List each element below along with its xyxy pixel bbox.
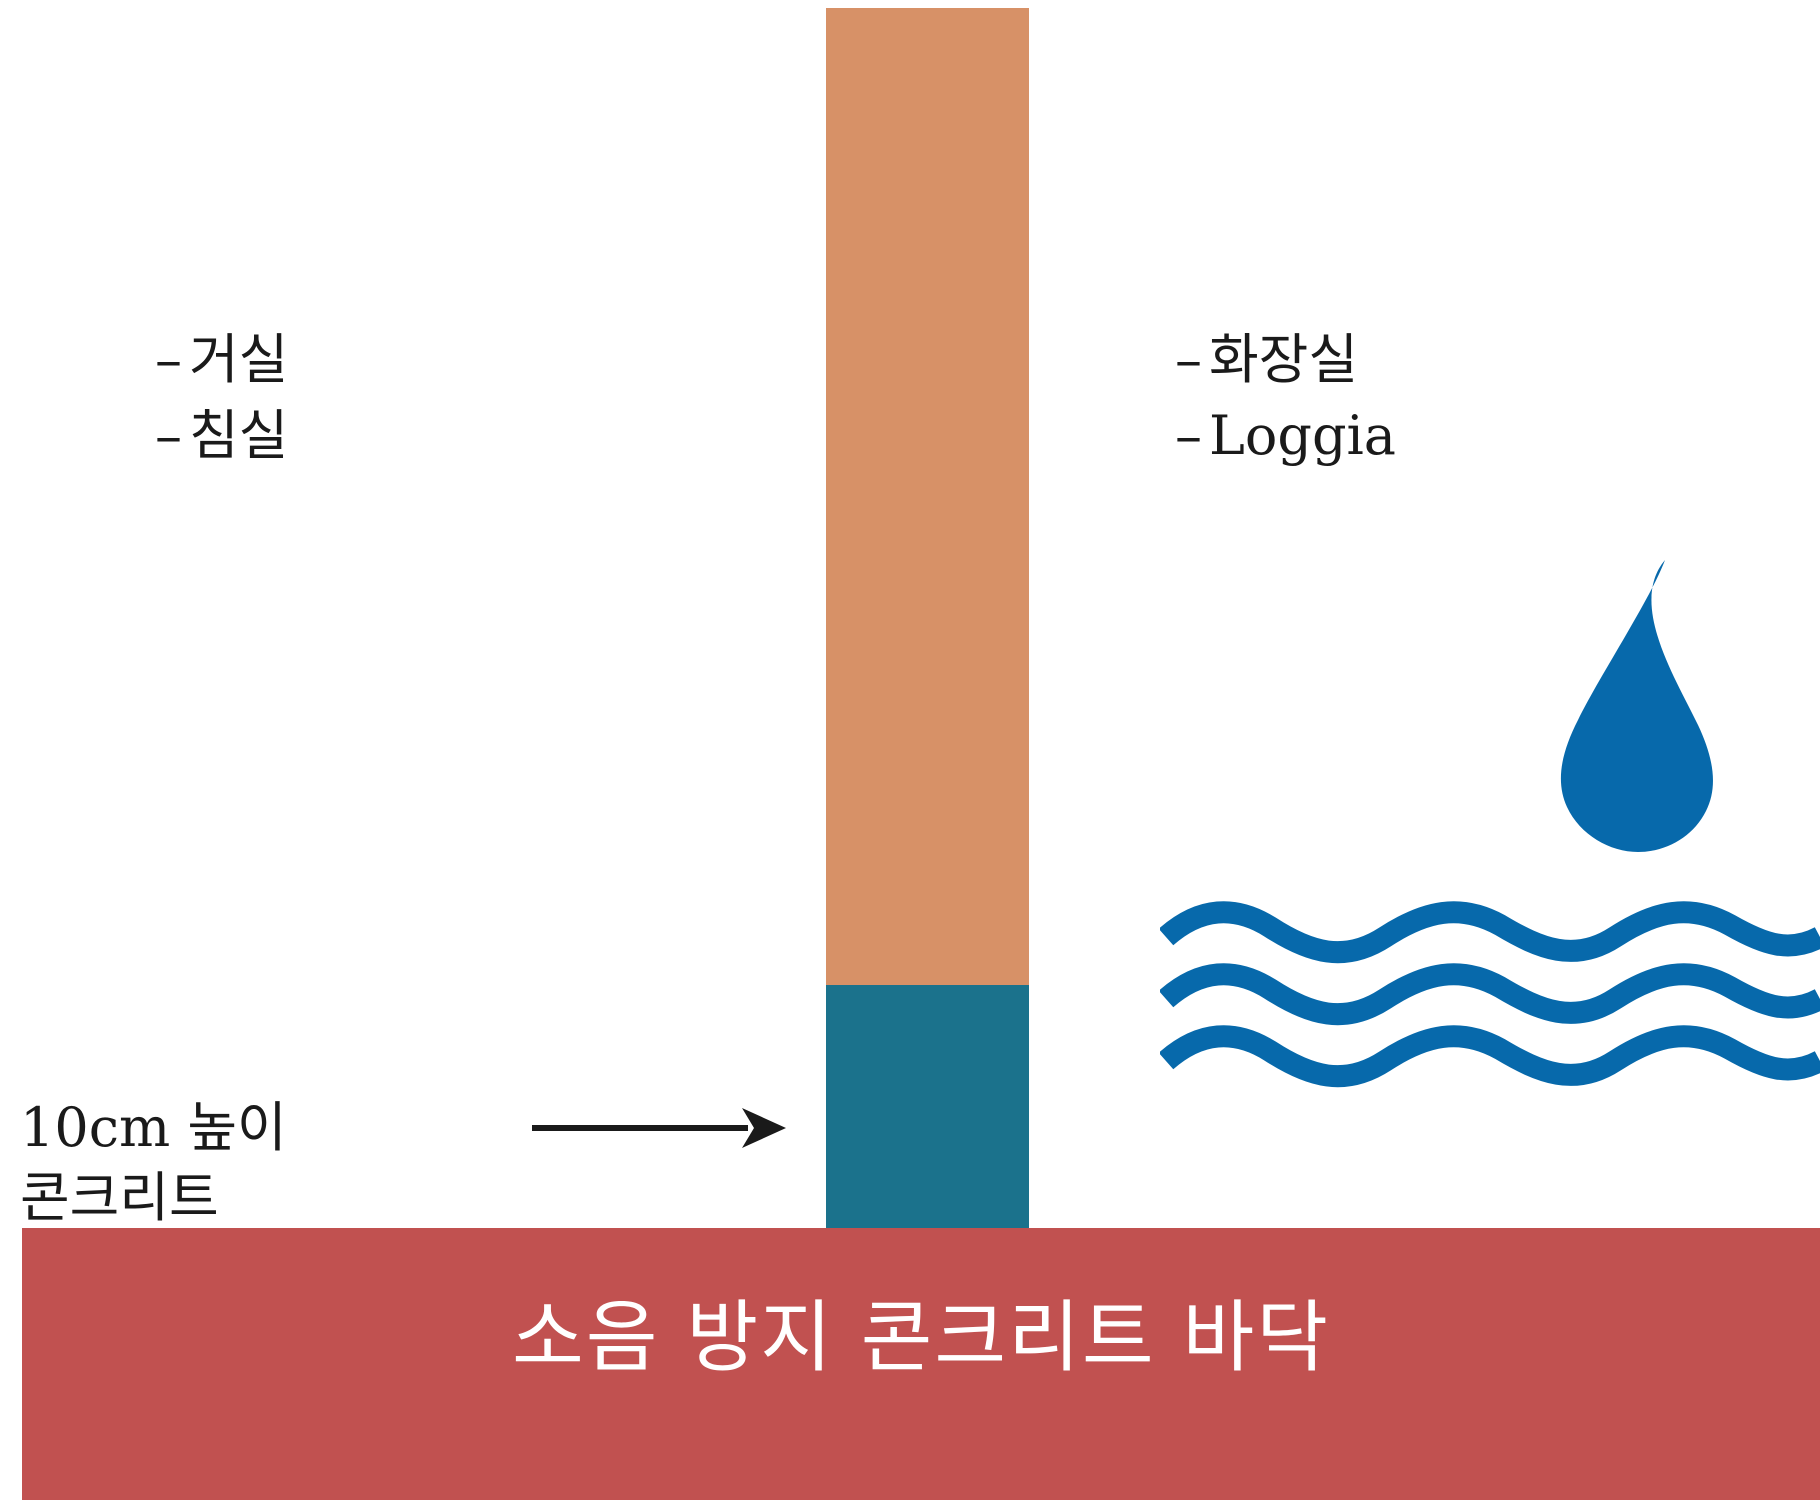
wall-upper bbox=[826, 8, 1029, 985]
water-waves bbox=[1160, 901, 1820, 1088]
curb-note-height: 10cm 높이 bbox=[20, 1096, 287, 1159]
wave-3 bbox=[1160, 1025, 1820, 1088]
wet-rooms-list: 화장실 Loggia bbox=[1175, 322, 1396, 474]
concrete-curb bbox=[826, 985, 1029, 1228]
arrow-right-icon bbox=[532, 1108, 786, 1148]
water-drop-waves-icon bbox=[1160, 560, 1820, 1088]
curb-note: 10cm 높이 콘크리트 bbox=[20, 1093, 287, 1233]
water-drop-icon bbox=[1560, 560, 1713, 852]
curb-note-material: 콘크리트 bbox=[20, 1166, 219, 1229]
dry-rooms-list: 거실 침실 bbox=[155, 322, 288, 474]
room-loggia: Loggia bbox=[1175, 398, 1396, 474]
soundproof-floor-slab: 소음 방지 콘크리트 바닥 bbox=[22, 1228, 1820, 1500]
wave-1 bbox=[1160, 901, 1820, 964]
wave-2 bbox=[1160, 963, 1820, 1026]
room-bathroom: 화장실 bbox=[1175, 322, 1396, 398]
floor-label: 소음 방지 콘크리트 바닥 bbox=[512, 1293, 1330, 1383]
room-living: 거실 bbox=[155, 322, 288, 398]
arrow-head bbox=[742, 1108, 786, 1148]
room-bedroom: 침실 bbox=[155, 398, 288, 474]
